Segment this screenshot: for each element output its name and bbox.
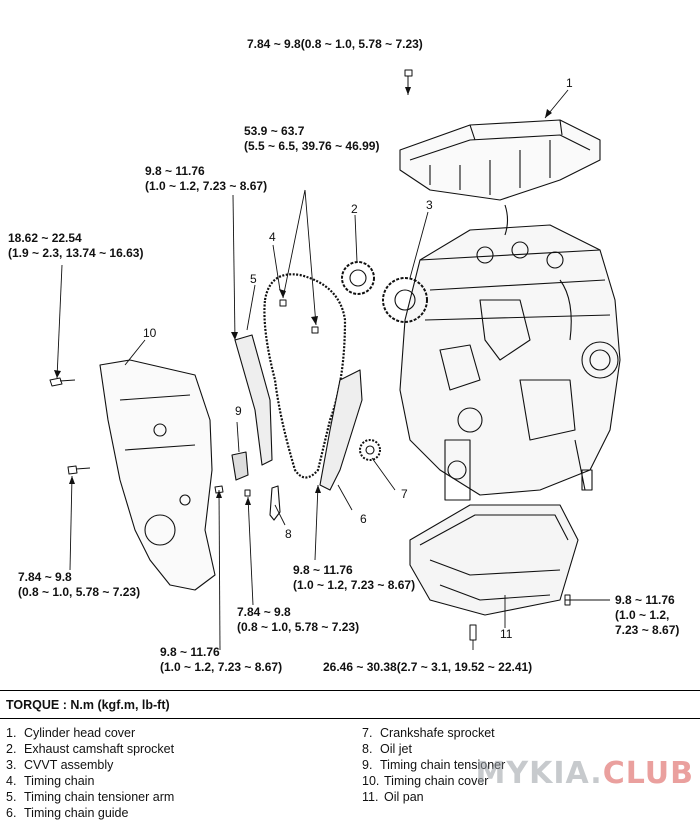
torque-line: 7.23 ~ 8.67) bbox=[615, 623, 680, 637]
legend-item: 1. Cylinder head cover bbox=[6, 725, 174, 741]
legend-number: 3. bbox=[6, 758, 17, 772]
torque-line: (1.0 ~ 1.2, bbox=[615, 608, 670, 622]
watermark-text-1: MYKIA. bbox=[475, 756, 603, 791]
legend-label: Exhaust camshaft sprocket bbox=[24, 742, 175, 756]
leader-lines bbox=[56, 89, 610, 651]
legend-item: 6. Timing chain guide bbox=[6, 805, 174, 821]
torque-line: (0.8 ~ 1.0, 5.78 ~ 7.23) bbox=[18, 585, 141, 599]
exhaust-cam-sprocket-drawing bbox=[341, 261, 375, 295]
torque-line: (1.9 ~ 2.3, 13.74 ~ 16.63) bbox=[8, 246, 144, 260]
callout-10: 10 bbox=[143, 326, 157, 340]
watermark-logo: MYKIA.CLUB bbox=[476, 756, 694, 791]
legend-number: 7. bbox=[362, 726, 373, 740]
legend-label: Cylinder head cover bbox=[24, 726, 136, 740]
callout-11: 11 bbox=[500, 627, 513, 641]
cylinder-head-cover-drawing bbox=[399, 119, 601, 201]
legend-item: 3. CVVT assembly bbox=[6, 757, 174, 773]
engine-block-drawing bbox=[399, 204, 621, 501]
callout-4: 4 bbox=[269, 230, 276, 244]
legend-label: Crankshafe sprocket bbox=[380, 726, 495, 740]
cvvt-drawing bbox=[382, 277, 428, 323]
legend-number: 8. bbox=[362, 742, 373, 756]
engine-exploded-diagram bbox=[49, 69, 621, 651]
legend-label: Timing chain tensioner bbox=[380, 758, 506, 772]
torque-line: 9.8 ~ 11.76 bbox=[293, 563, 353, 577]
torque-line: (1.0 ~ 1.2, 7.23 ~ 8.67) bbox=[293, 578, 416, 592]
torque-label-tensioner: 9.8 ~ 11.76 (1.0 ~ 1.2, 7.23 ~ 8.67) bbox=[160, 645, 282, 675]
torque-label-cover-bolt-lower: 7.84 ~ 9.8 (0.8 ~ 1.0, 5.78 ~ 7.23) bbox=[18, 570, 140, 600]
legend-item: 11. Oil pan bbox=[362, 789, 505, 805]
torque-line: 7.84 ~ 9.8 bbox=[18, 570, 72, 584]
torque-line: 7.84 ~ 9.8(0.8 ~ 1.0, 5.78 ~ 7.23) bbox=[247, 37, 423, 51]
legend-label: Oil pan bbox=[384, 790, 424, 804]
divider-top bbox=[0, 690, 700, 691]
torque-line: (5.5 ~ 6.5, 39.76 ~ 46.99) bbox=[244, 139, 380, 153]
callout-3: 3 bbox=[426, 198, 433, 212]
legend-label: Oil jet bbox=[380, 742, 412, 756]
timing-chain-drawing bbox=[263, 273, 347, 479]
legend-label: CVVT assembly bbox=[24, 758, 114, 772]
chain-guide-drawing bbox=[319, 369, 363, 491]
legend-right-column: 7. Crankshafe sprocket 8. Oil jet 9. Timing… bbox=[362, 725, 505, 805]
torque-label-oil-jet: 7.84 ~ 9.8 (0.8 ~ 1.0, 5.78 ~ 7.23) bbox=[237, 605, 359, 635]
torque-label-tensioner-arm: 9.8 ~ 11.76 (1.0 ~ 1.2, 7.23 ~ 8.67) bbox=[145, 164, 267, 194]
legend-number: 9. bbox=[362, 758, 373, 772]
legend-label: Timing chain guide bbox=[24, 806, 129, 820]
torque-line: 9.8 ~ 11.76 bbox=[145, 164, 205, 178]
torque-label-cover-bolt-upper: 18.62 ~ 22.54 (1.9 ~ 2.3, 13.74 ~ 16.63) bbox=[8, 231, 143, 261]
callout-5: 5 bbox=[250, 272, 257, 286]
bolts-drawing bbox=[49, 69, 571, 641]
torque-line: 26.46 ~ 30.38(2.7 ~ 3.1, 19.52 ~ 22.41) bbox=[323, 660, 533, 674]
legend-item: 8. Oil jet bbox=[362, 741, 505, 757]
torque-label-camshaft-bolts: 53.9 ~ 63.7 (5.5 ~ 6.5, 39.76 ~ 46.99) bbox=[244, 124, 379, 154]
callout-1: 1 bbox=[566, 76, 573, 90]
torque-line: (1.0 ~ 1.2, 7.23 ~ 8.67) bbox=[160, 660, 283, 674]
legend-item: 10. Timing chain cover bbox=[362, 773, 505, 789]
legend-number: 11. bbox=[362, 790, 379, 804]
callout-6: 6 bbox=[360, 512, 367, 526]
torque-label-drain-plug: 26.46 ~ 30.38(2.7 ~ 3.1, 19.52 ~ 22.41) bbox=[323, 660, 532, 675]
legend-number: 4. bbox=[6, 774, 17, 788]
divider-middle bbox=[0, 718, 700, 719]
oil-pan-drawing bbox=[409, 504, 579, 616]
torque-label-chain-guide: 9.8 ~ 11.76 (1.0 ~ 1.2, 7.23 ~ 8.67) bbox=[293, 563, 415, 593]
torque-line: 53.9 ~ 63.7 bbox=[244, 124, 305, 138]
torque-line: (0.8 ~ 1.0, 5.78 ~ 7.23) bbox=[237, 620, 360, 634]
callout-9: 9 bbox=[235, 404, 242, 418]
legend-label: Timing chain cover bbox=[384, 774, 489, 788]
legend-label: Timing chain bbox=[24, 774, 95, 788]
tensioner-drawing bbox=[231, 451, 249, 481]
torque-line: 18.62 ~ 22.54 bbox=[8, 231, 82, 245]
torque-line: 7.84 ~ 9.8 bbox=[237, 605, 291, 619]
legend-item: 2. Exhaust camshaft sprocket bbox=[6, 741, 174, 757]
timing-chain-cover-drawing bbox=[99, 359, 216, 591]
crank-sprocket-drawing bbox=[359, 439, 381, 461]
tensioner-arm-drawing bbox=[234, 334, 273, 466]
legend-number: 5. bbox=[6, 790, 17, 804]
legend-item: 7. Crankshafe sprocket bbox=[362, 725, 505, 741]
legend-left-column: 1. Cylinder head cover 2. Exhaust camshaft… bbox=[6, 725, 174, 821]
callout-8: 8 bbox=[285, 527, 292, 541]
torque-line: 9.8 ~ 11.76 bbox=[615, 593, 675, 607]
legend-number: 6. bbox=[6, 806, 17, 820]
legend-number: 10. bbox=[362, 774, 380, 788]
arrowheads bbox=[54, 87, 552, 505]
legend-number: 1. bbox=[6, 726, 17, 740]
oil-jet-drawing bbox=[269, 485, 281, 521]
torque-label-top-bolt: 7.84 ~ 9.8(0.8 ~ 1.0, 5.78 ~ 7.23) bbox=[247, 37, 423, 52]
watermark-text-2: CLUB bbox=[602, 756, 694, 791]
legend-item: 4. Timing chain bbox=[6, 773, 174, 789]
legend-number: 2. bbox=[6, 742, 17, 756]
legend-item: 5. Timing chain tensioner arm bbox=[6, 789, 174, 805]
torque-line: 9.8 ~ 11.76 bbox=[160, 645, 220, 659]
torque-line: (1.0 ~ 1.2, 7.23 ~ 8.67) bbox=[145, 179, 268, 193]
callout-2: 2 bbox=[351, 202, 358, 216]
torque-label-oil-pan-bolt: 9.8 ~ 11.76 (1.0 ~ 1.2, 7.23 ~ 8.67) bbox=[615, 593, 679, 638]
legend-label: Timing chain tensioner arm bbox=[24, 790, 175, 804]
torque-units-title: TORQUE : N.m (kgf.m, lb-ft) bbox=[6, 698, 170, 712]
legend-item: 9. Timing chain tensioner bbox=[362, 757, 505, 773]
callout-7: 7 bbox=[401, 487, 408, 501]
